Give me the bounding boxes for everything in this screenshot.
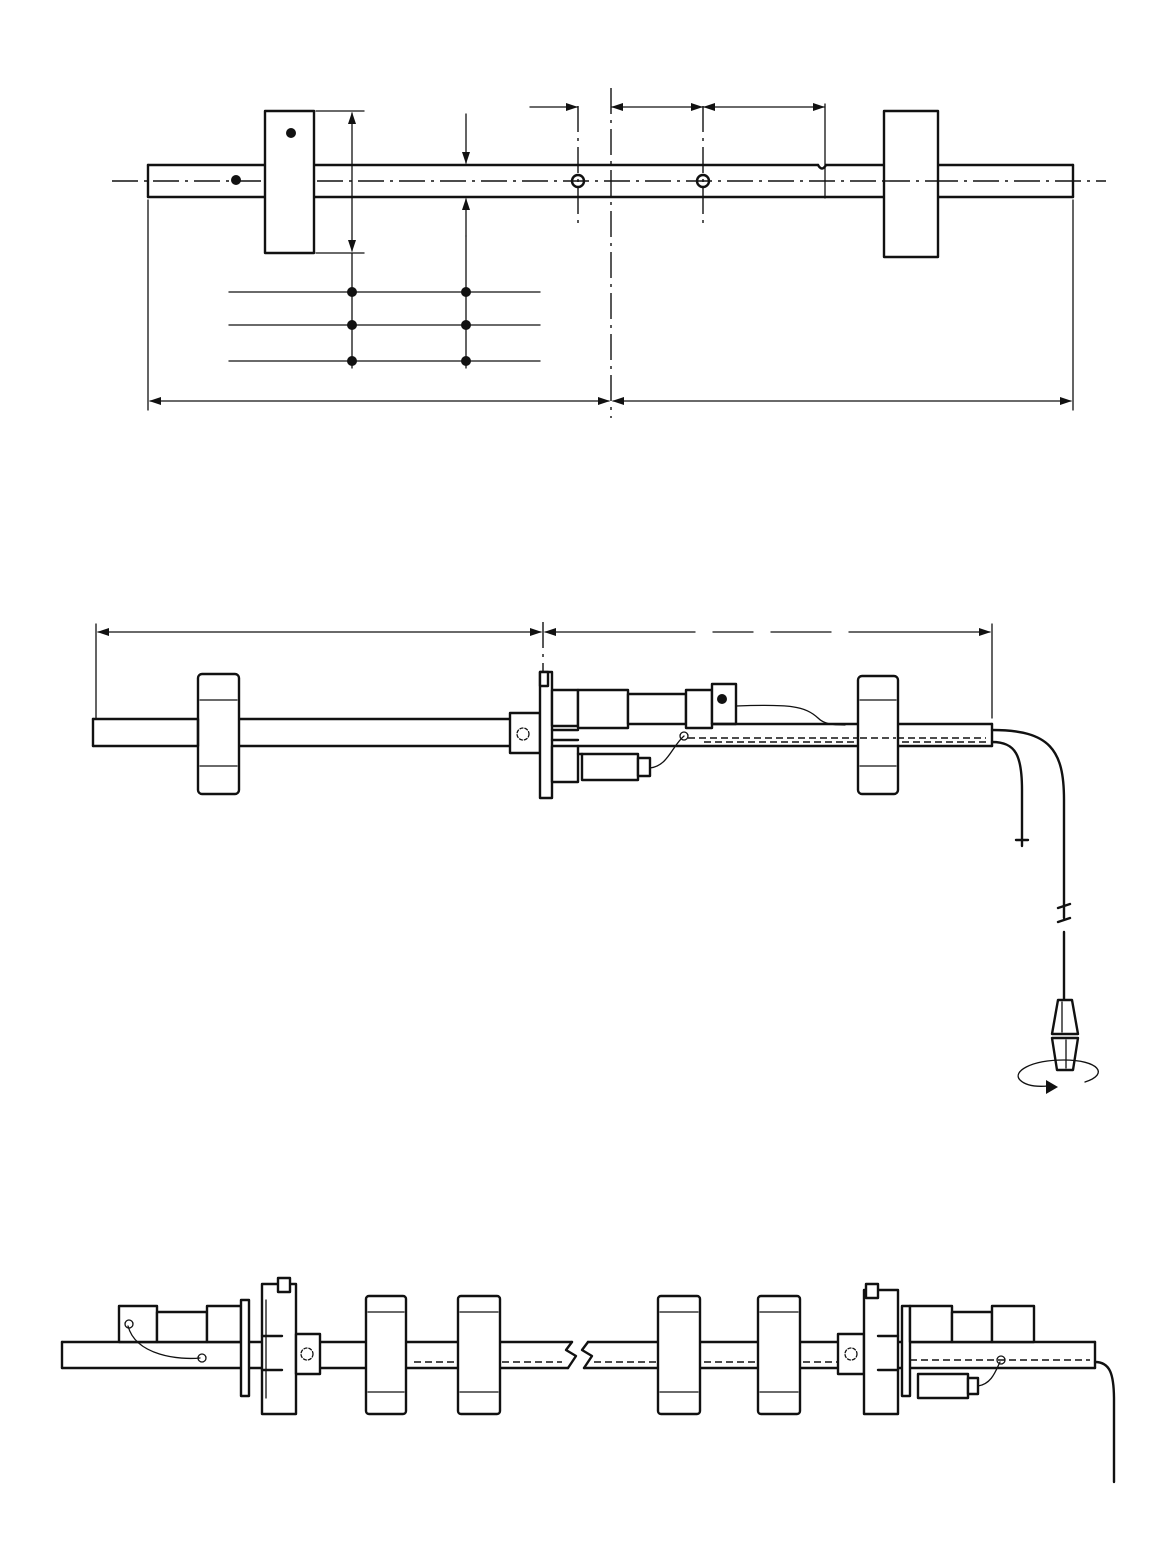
coupling-hub	[508, 711, 542, 755]
left-flange	[260, 1276, 322, 1416]
right-disk	[882, 109, 940, 259]
left-sensor-head	[117, 1298, 251, 1398]
sensor-hole-2	[695, 173, 711, 189]
output-cable	[990, 728, 1072, 1002]
lower-sensor-cable	[649, 735, 685, 769]
rotor-disk-1	[364, 1294, 408, 1416]
dimension-table	[228, 287, 541, 366]
single-rotor-tool-view	[91, 622, 1099, 1094]
disk-height-dimension	[315, 110, 365, 369]
rotation-arrow	[1017, 1059, 1099, 1094]
multi-rotor-assembly-view	[60, 1276, 1116, 1484]
long-shaft	[60, 1340, 1097, 1370]
right-shaft	[576, 722, 994, 748]
mounting-flange	[538, 670, 580, 800]
rotor-disk-2	[456, 1294, 502, 1416]
overall-length-dimension	[147, 199, 1074, 411]
right-sensor-head	[900, 1304, 1036, 1400]
upper-sensor-housing	[576, 682, 738, 730]
right-flange	[836, 1282, 900, 1416]
sensor-hole-1	[570, 173, 586, 189]
upper-sensor-cable	[735, 704, 846, 726]
shaft-pin-marker	[231, 175, 241, 185]
cable-connector	[1050, 998, 1080, 1072]
exit-cable	[1093, 1360, 1116, 1484]
rotor-disk-right	[856, 674, 900, 796]
shaft-layout-view	[112, 88, 1106, 418]
tool-length-dimension	[95, 622, 993, 719]
rotor-disk-left	[196, 672, 241, 796]
rotor-disk-4	[756, 1294, 802, 1416]
lower-sensor-housing	[576, 752, 652, 782]
left-shaft	[91, 717, 514, 748]
rotor-disk-3	[656, 1294, 702, 1416]
disk-pin-marker	[286, 128, 296, 138]
